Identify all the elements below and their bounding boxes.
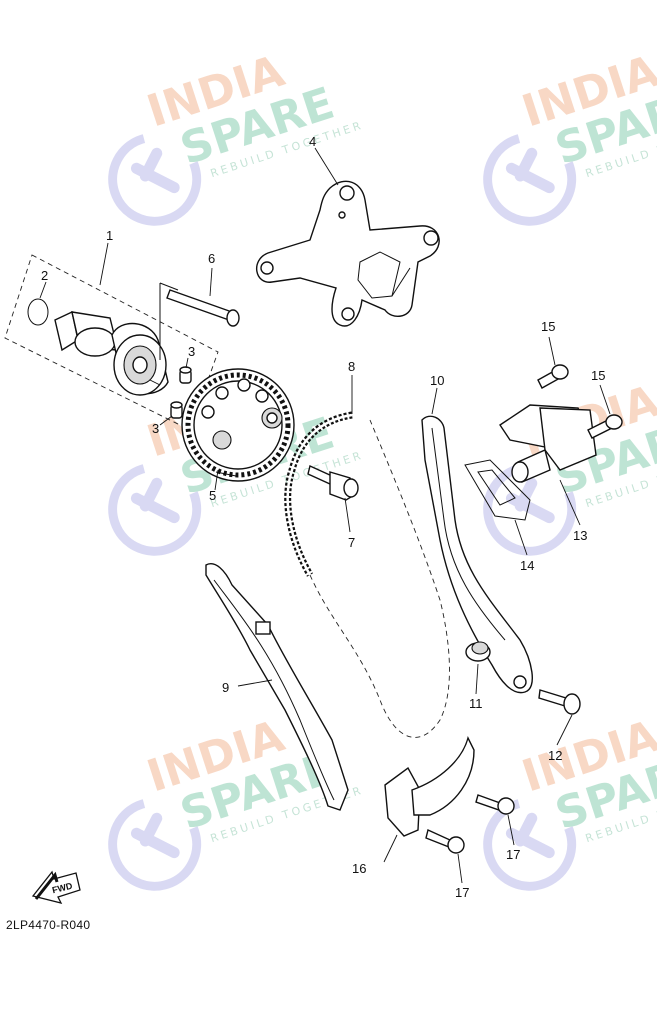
chain-guide-part (205, 563, 349, 811)
sprocket-bolt-part (307, 465, 359, 501)
callout-7: 7 (348, 535, 355, 550)
leader-lines (39, 147, 611, 884)
callout-3: 3 (188, 344, 195, 359)
callout-6: 6 (208, 251, 215, 266)
tensioner-gasket-part (464, 459, 531, 521)
watermark-logo: INDIA SPARE REBUILD TOGETHER (483, 46, 657, 226)
callout-9: 9 (222, 680, 229, 695)
callout-10: 10 (430, 373, 444, 388)
guide-stopper-part (384, 736, 475, 837)
guide-bolt-part (538, 689, 581, 715)
tensioner-bolt-part (537, 364, 569, 389)
dowel-pin-part (170, 401, 183, 419)
callout-13: 13 (573, 528, 587, 543)
callout-16: 16 (352, 861, 366, 876)
collar-part (465, 641, 491, 662)
callout-labels: 1 2 3 3 4 5 6 7 8 9 10 11 12 13 14 15 15… (41, 134, 605, 900)
cam-bracket-part (256, 180, 440, 327)
callout-17: 17 (455, 885, 469, 900)
callout-17: 17 (506, 847, 520, 862)
callout-3: 3 (152, 421, 159, 436)
callout-5: 5 (209, 488, 216, 503)
tensioner-guide-part (421, 415, 533, 694)
cam-sprocket-part (181, 368, 295, 482)
callout-1: 1 (106, 228, 113, 243)
decompressor-pin-part (159, 282, 240, 360)
callout-12: 12 (548, 748, 562, 763)
camshaft-part (54, 310, 169, 396)
watermark-logo: INDIA SPARE REBUILD TOGETHER (483, 711, 657, 891)
callout-11: 11 (469, 696, 483, 711)
stopper-bolt-part (475, 794, 515, 815)
timing-chain-part (284, 411, 450, 738)
callout-4: 4 (309, 134, 316, 149)
dowel-pin-part (179, 366, 192, 384)
callout-14: 14 (520, 558, 534, 573)
callout-15: 15 (541, 319, 555, 334)
callout-8: 8 (348, 359, 355, 374)
circlip-part (27, 298, 49, 326)
tensioner-bolt-part (587, 414, 623, 439)
fwd-label: FWD (51, 880, 74, 895)
diagram-code: 2LP4470-R040 (6, 918, 91, 932)
stopper-bolt-part (425, 829, 465, 854)
chain-tensioner-part (499, 404, 597, 483)
callout-2: 2 (41, 268, 48, 283)
callout-15: 15 (591, 368, 605, 383)
forward-arrow-icon: FWD (31, 870, 81, 904)
